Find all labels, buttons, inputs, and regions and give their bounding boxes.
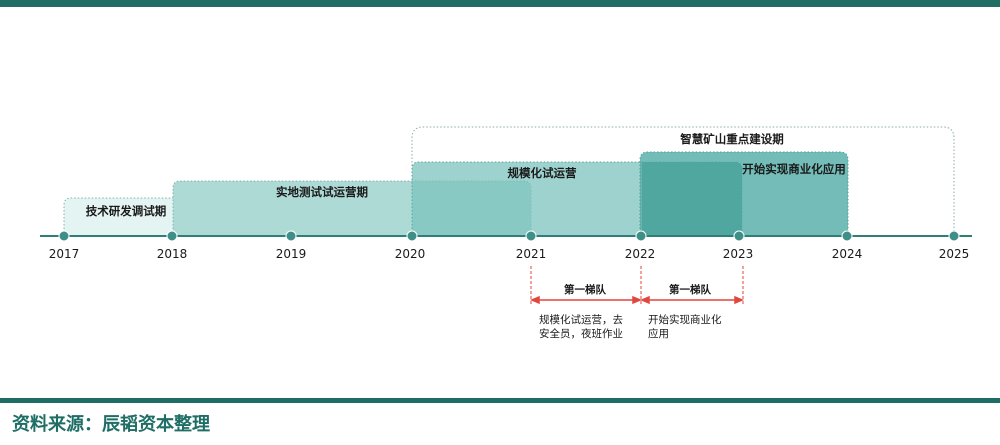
year-label-2019: 2019 (276, 247, 307, 261)
phase-label-commercial: 开始实现商业化应用 (742, 162, 846, 176)
tier-1-arrow-right (632, 295, 642, 305)
year-label-2021: 2021 (516, 247, 547, 261)
tier-arrows (530, 295, 744, 305)
phase-label-smart-mine: 智慧矿山重点建设期 (680, 132, 784, 146)
phase-smart-mine-outline (411, 126, 955, 236)
tier-2-arrow-left (640, 295, 650, 305)
year-markers (58, 230, 960, 242)
year-label-2018: 2018 (157, 247, 188, 261)
marker-2022 (635, 230, 647, 242)
marker-2023 (733, 230, 745, 242)
top-accent-bar (0, 0, 1000, 7)
year-label-2022: 2022 (625, 247, 656, 261)
phase-overlap-region (642, 162, 742, 236)
tier-2-desc-line1: 开始实现商业化 (648, 313, 722, 326)
year-label-2024: 2024 (832, 247, 863, 261)
phase-label-rd: 技术研发调试期 (86, 204, 167, 218)
source-note: 资料来源：辰韬资本整理 (12, 414, 210, 435)
marker-2018 (166, 230, 178, 242)
tier-2-desc-line2: 应用 (648, 327, 669, 340)
tier-brackets (530, 266, 744, 306)
marker-2017 (58, 230, 70, 242)
tier-1-desc-line2: 安全员，夜班作业 (539, 327, 623, 340)
marker-2024 (841, 230, 853, 242)
tier-2-arrow-right (734, 295, 744, 305)
year-label-2017: 2017 (49, 247, 80, 261)
tier-1-arrow-left (530, 295, 540, 305)
year-label-2025: 2025 (939, 247, 970, 261)
marker-2025 (948, 230, 960, 242)
timeline-diagram: 2017 2018 2019 2020 2021 2022 2023 2024 … (40, 126, 972, 340)
tier-1-label: 第一梯队 (564, 283, 606, 296)
marker-2019 (285, 230, 297, 242)
tier-1-desc-line1: 规模化试运营，去 (539, 313, 623, 326)
phase-label-field: 实地测试试运营期 (276, 185, 368, 199)
tier-2-label: 第一梯队 (669, 283, 711, 296)
marker-2020 (406, 230, 418, 242)
marker-2021 (525, 230, 537, 242)
year-label-2020: 2020 (395, 247, 426, 261)
phase-label-scale: 规模化试运营 (508, 166, 577, 180)
bottom-accent-bar (0, 398, 1000, 403)
year-label-2023: 2023 (723, 247, 754, 261)
